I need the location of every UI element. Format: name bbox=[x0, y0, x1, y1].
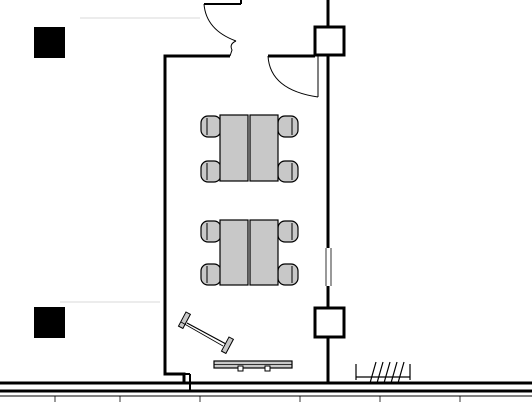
rack bbox=[355, 361, 411, 384]
column-bottom-right bbox=[313, 306, 346, 339]
table-top bbox=[219, 114, 279, 182]
reference-lines bbox=[60, 17, 200, 303]
column-top-right bbox=[313, 25, 346, 57]
door-room bbox=[267, 55, 319, 98]
room-walls bbox=[163, 54, 315, 392]
easel-stand bbox=[177, 311, 235, 355]
corridor-wall-right bbox=[325, 0, 332, 383]
conference-table-lower bbox=[200, 219, 299, 286]
chair-seat-lines bbox=[206, 223, 293, 283]
exterior-wall-bottom bbox=[0, 381, 532, 402]
column-bottom-left bbox=[34, 307, 65, 338]
credenza bbox=[213, 360, 293, 372]
chair-seat-lines bbox=[206, 118, 293, 180]
door-upper bbox=[203, 0, 242, 57]
conference-table-upper bbox=[200, 114, 299, 183]
column-top-left bbox=[34, 27, 65, 58]
chair bbox=[200, 220, 299, 286]
chair bbox=[200, 115, 299, 183]
table-top bbox=[219, 219, 279, 286]
